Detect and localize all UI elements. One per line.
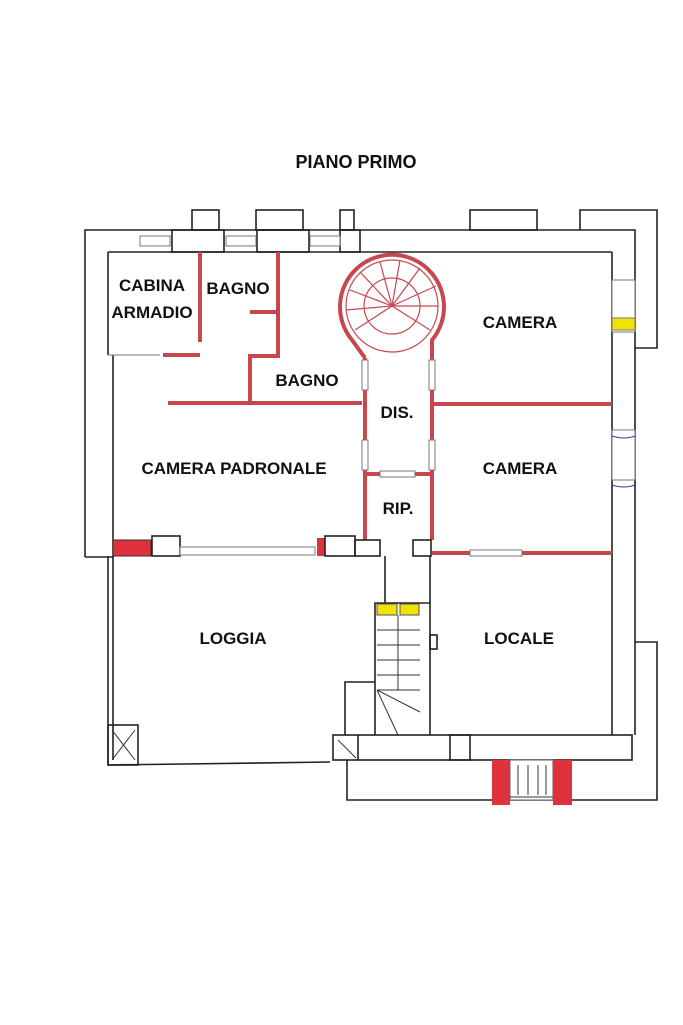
bottom-band (332, 734, 633, 805)
spiral-stair (345, 259, 439, 353)
plan-title: PIANO PRIMO (295, 152, 416, 172)
room-label-armadio: ARMADIO (111, 303, 192, 322)
outer-walls (84, 209, 658, 801)
room-label-dis: DIS. (380, 403, 413, 422)
room-label-rip: RIP. (383, 499, 414, 518)
room-label-camera-1: CAMERA (483, 313, 558, 332)
room-label-camera-2: CAMERA (483, 459, 558, 478)
room-label-camera-padronale: CAMERA PADRONALE (141, 459, 326, 478)
room-label-bagno-2: BAGNO (275, 371, 338, 390)
room-label-bagno-1: BAGNO (206, 279, 269, 298)
staircase (344, 556, 438, 736)
room-labels: CABINA ARMADIO BAGNO BAGNO DIS. CAMERA C… (111, 276, 557, 648)
interior-walls (108, 252, 612, 557)
room-label-loggia: LOGGIA (199, 629, 266, 648)
loggia-structure (107, 535, 432, 766)
room-label-cabina: CABINA (119, 276, 185, 295)
room-label-locale: LOCALE (484, 629, 554, 648)
